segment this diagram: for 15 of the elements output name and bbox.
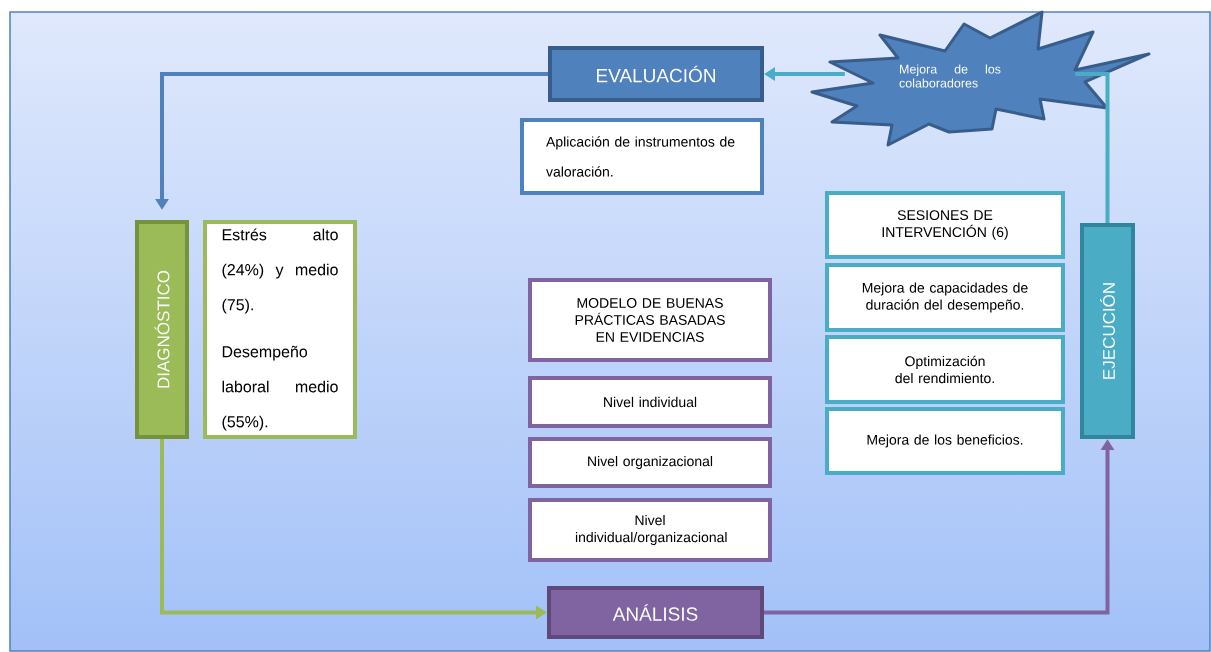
starburst: Mejora de los colaboradores (810, 10, 1151, 147)
text-box: Mejora de los beneficios. (825, 407, 1065, 475)
text-box: Estrés alto (24%) y medio (75). Desempeño laboral medio (55%). (203, 220, 357, 439)
text-box: MODELO DE BUENAS PRÁCTICAS BASADAS EN EVIDENCIAS (528, 278, 772, 362)
text-box: Nivel individual (528, 376, 772, 428)
stage-box: DIAGNÓSTICO (135, 220, 189, 439)
stage-box: ANÁLISIS (547, 586, 764, 639)
text-box: Optimización del rendimiento. (825, 335, 1065, 404)
text-box: Nivel organizacional (528, 437, 772, 488)
text-box: Mejora de capacidades de duración del desempeño. (825, 263, 1065, 332)
text-box: Aplicación de instrumentos de valoración. (520, 118, 764, 195)
text-box: Nivel individual/organizacional (528, 498, 772, 562)
text-box: SESIONES DE INTERVENCIÓN (6) (825, 191, 1065, 259)
stage-box: EVALUACIÓN (548, 46, 764, 102)
stage-box: EJECUCIÓN (1080, 223, 1135, 439)
